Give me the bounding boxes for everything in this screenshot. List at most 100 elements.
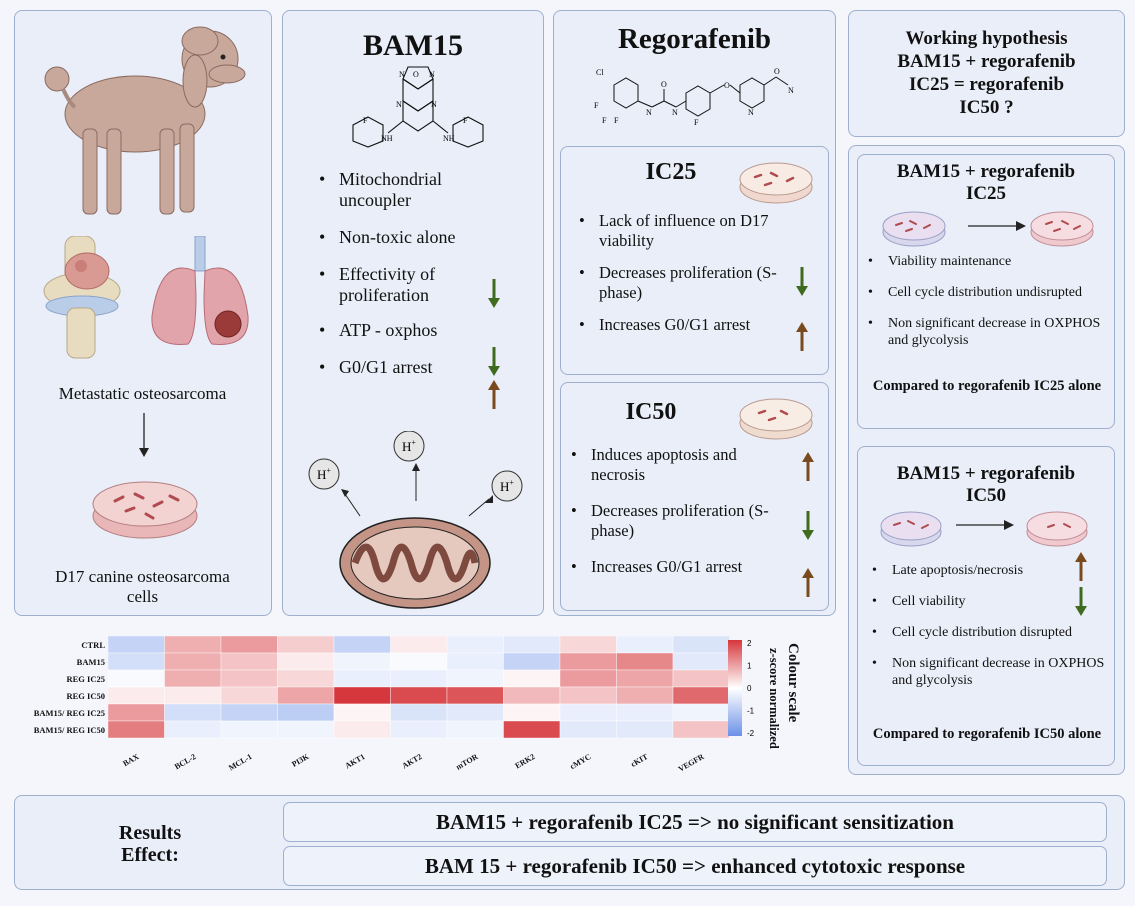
petri-dish-icon: [880, 511, 942, 547]
petri-dish-icon: [1026, 511, 1088, 547]
regorafenib-panel: Regorafenib Cl FFF NN O O F N O N IC25 L…: [553, 10, 836, 616]
heatmap-cell: [220, 636, 278, 654]
combo-ic50-title-line1: BAM15 + regorafenib: [896, 463, 1076, 484]
heatmap-cell: [672, 703, 730, 722]
heatmap-cell: [503, 652, 561, 671]
hypothesis-line: Working hypothesis: [905, 28, 1068, 49]
heatmap-cell: [616, 652, 674, 671]
colorbar-sublabel: z-score normalized: [767, 647, 781, 749]
ic25-bullet: Increases G0/G1 arrest: [579, 315, 807, 335]
ic25-bullet-list: Lack of influence on D17 viability Decre…: [579, 211, 807, 335]
combination-panel: BAM15 + regorafenib IC25 Viability maint…: [848, 145, 1125, 775]
heatmap-cell: [164, 720, 222, 739]
arrow-down-icon: [1075, 587, 1087, 616]
heatmap-column-label: BAX: [121, 752, 141, 769]
right-arrow: [956, 520, 1014, 530]
heatmap-cell: [108, 720, 165, 739]
heatmap-cell: [672, 636, 730, 654]
combo-ic25-title-line2: IC25: [965, 183, 1007, 204]
arrow-up-icon: [1075, 552, 1087, 581]
colorbar-tick-label: -2: [747, 729, 755, 738]
hypothesis-line: IC50 ?: [959, 97, 1014, 118]
combo-ic50-title: BAM15 + regorafenib IC50: [858, 463, 1114, 507]
heatmap-cell: [220, 720, 278, 739]
heatmap-cell: [616, 720, 674, 739]
heatmap-cell: [333, 669, 391, 688]
ic25-bullet: Decreases proliferation (S-phase): [579, 263, 807, 303]
petri-dish-icon: [92, 481, 198, 539]
svg-text:N: N: [646, 108, 652, 117]
combo-ic50-title-line2: IC50: [965, 485, 1007, 506]
arrow-up-icon: [796, 322, 808, 351]
heatmap-cell: [446, 652, 504, 671]
arrow-up-icon: [802, 568, 814, 597]
heatmap-cell: [390, 652, 448, 671]
heatmap-cell: [108, 652, 165, 671]
heatmap-cell: [446, 703, 504, 722]
heatmap-cell: [503, 703, 561, 722]
heatmap-cell: [559, 636, 617, 654]
down-arrow: [139, 413, 149, 457]
arrow-up-icon: [802, 452, 814, 481]
combo-ic50-footer: Compared to regorafenib IC50 alone: [872, 726, 1102, 742]
heatmap-cell: [390, 636, 448, 654]
svg-text:N: N: [431, 100, 437, 109]
ic25-title: IC25: [645, 159, 697, 185]
combo-ic25-title-line1: BAM15 + regorafenib: [896, 161, 1076, 182]
ic50-bullet: Increases G0/G1 arrest: [571, 557, 791, 577]
knee-joint-illustration: [43, 236, 121, 359]
hypothesis-line: IC25 = regorafenib: [908, 74, 1065, 95]
combo-ic50-subpanel: BAM15 + regorafenib IC50 Late apoptosis/…: [857, 446, 1115, 766]
svg-text:F: F: [602, 116, 607, 125]
heatmap-column-label: cMYC: [568, 752, 593, 772]
petri-dish-icon: [1030, 211, 1094, 247]
colorbar-tick-label: -1: [747, 707, 755, 716]
right-arrow: [968, 221, 1026, 231]
heatmap-cell: [446, 636, 504, 654]
results-label-line2: Effect:: [121, 844, 179, 866]
svg-text:O: O: [661, 80, 667, 89]
svg-text:F: F: [463, 116, 468, 125]
heatmap-column-label: BCL-2: [172, 752, 198, 772]
heatmap-cell: [390, 669, 448, 688]
heatmap-column-label: PI3K: [289, 752, 311, 769]
heatmap-cell: [164, 703, 222, 722]
arrow-down-icon: [796, 267, 808, 296]
ic50-title: IC50: [625, 399, 677, 425]
heatmap-cell: [277, 703, 335, 722]
svg-text:F: F: [694, 118, 699, 127]
svg-text:F: F: [594, 101, 599, 110]
heatmap-cell: [672, 669, 730, 688]
bam15-bullet: G0/G1 arrest: [319, 357, 489, 378]
heatmap-cell: [220, 686, 278, 705]
heatmap-cell: [503, 669, 561, 688]
heatmap-row-label: BAM15/ REG IC50: [33, 725, 105, 735]
combo-ic50-bullet: Non significant decrease in OXPHOS and g…: [872, 655, 1114, 689]
heatmap-cell: [672, 652, 730, 671]
heatmap-cell: [220, 652, 278, 671]
heatmap-cell: [559, 686, 617, 705]
heatmap-cell: [333, 720, 391, 739]
heatmap-cell: [616, 669, 674, 688]
heatmap-cell: [616, 636, 674, 654]
heatmap-cell: [277, 652, 335, 671]
heatmap-cell: [503, 686, 561, 705]
metastatic-label: Metastatic osteosarcoma: [58, 384, 227, 403]
ic25-subpanel: IC25 Lack of influence on D17 viability …: [560, 146, 829, 375]
heatmap-cell: [446, 669, 504, 688]
heatmap-cell: [446, 720, 504, 739]
heatmap-column-label: ERK2: [513, 752, 537, 771]
heatmap-cell: [333, 686, 391, 705]
ic50-bullet: Induces apoptosis and necrosis: [571, 445, 791, 485]
heatmap-cell: [277, 636, 335, 654]
combo-ic25-bullet: Cell cycle distribution undisrupted: [868, 284, 1110, 301]
combo-ic25-bullet: Viability maintenance: [868, 253, 1110, 270]
arrow-down-icon: [802, 511, 814, 540]
heatmap-cell: [277, 720, 335, 739]
arrow-down-icon: [488, 279, 500, 308]
svg-text:N: N: [429, 70, 435, 79]
heatmap-cell: [616, 686, 674, 705]
heatmap-cell: [277, 686, 335, 705]
